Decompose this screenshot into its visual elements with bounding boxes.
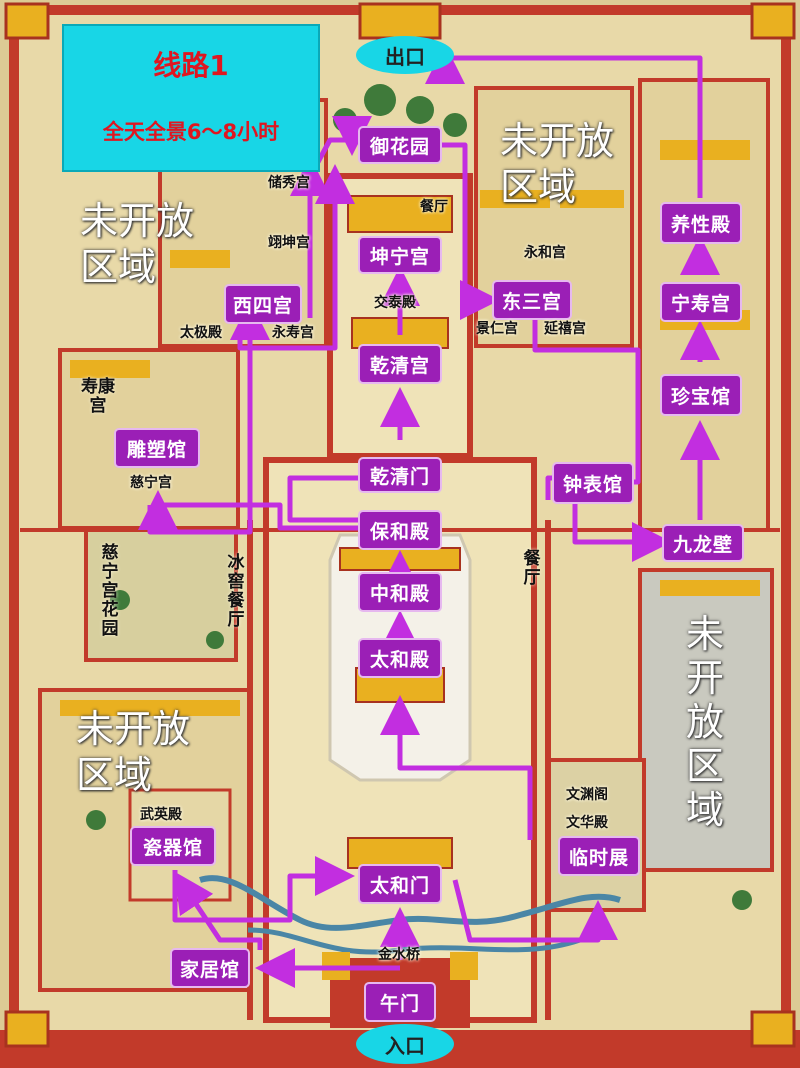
closed-area-northeast: 未开放 区域 bbox=[500, 118, 614, 210]
stop-ciqiguan[interactable]: 瓷器馆 bbox=[130, 826, 216, 866]
stop-qianqinggong[interactable]: 乾清宫 bbox=[358, 344, 442, 384]
closed-area-char: 放 bbox=[686, 700, 725, 744]
closed-area-line: 未开放 bbox=[500, 119, 615, 163]
label-wuyingdian: 武英殿 bbox=[140, 807, 182, 823]
label-yongshougong: 永寿宫 bbox=[272, 325, 314, 341]
stop-xisigong[interactable]: 西四宫 bbox=[224, 284, 302, 324]
label-cininggong-garden: 慈宁宫花园 bbox=[101, 543, 119, 639]
route-duration: 全天全景6～8小时 bbox=[102, 120, 280, 144]
stop-taihedian[interactable]: 太和殿 bbox=[358, 638, 442, 678]
closed-area-east: 未 开 放 区 域 bbox=[686, 612, 726, 832]
label-bingjiao-canting: 冰窖餐厅 bbox=[227, 553, 245, 630]
route-title-box: 线路1 全天全景6～8小时 bbox=[62, 24, 320, 172]
label-yanxigong: 延禧宫 bbox=[544, 321, 586, 337]
label-chuxiugong: 储秀宫 bbox=[268, 175, 310, 191]
label-cininggong: 慈宁宫 bbox=[130, 475, 172, 491]
closed-area-line: 未开放 bbox=[76, 707, 191, 751]
stop-ningshougong[interactable]: 宁寿宫 bbox=[660, 282, 742, 322]
closed-area-northwest: 未开放 区域 bbox=[80, 198, 194, 290]
closed-area-line: 区域 bbox=[500, 165, 577, 209]
label-jinshuiqiao: 金水桥 bbox=[378, 947, 420, 963]
closed-area-char: 域 bbox=[686, 788, 725, 832]
label-shoukanggong: 寿康宫 bbox=[81, 377, 115, 416]
label-wenhuadian: 文华殿 bbox=[566, 815, 608, 831]
stop-diaosuguan[interactable]: 雕塑馆 bbox=[114, 428, 200, 468]
stop-dongsangong[interactable]: 东三宫 bbox=[492, 280, 572, 320]
stop-kunninggong[interactable]: 坤宁宫 bbox=[358, 236, 442, 274]
label-jiaotaidian: 交泰殿 bbox=[374, 295, 416, 311]
closed-area-line: 区域 bbox=[80, 245, 157, 289]
closed-area-char: 开 bbox=[686, 656, 725, 700]
label-jingrengong: 景仁宫 bbox=[476, 321, 518, 337]
label-canting-north: 餐厅 bbox=[420, 199, 448, 215]
stop-qianqingmen[interactable]: 乾清门 bbox=[358, 457, 442, 493]
exit-marker[interactable]: 出口 bbox=[356, 36, 454, 74]
label-yonghegong: 永和宫 bbox=[524, 245, 566, 261]
closed-area-line: 未开放 bbox=[80, 199, 195, 243]
label-canting-east: 餐厅 bbox=[523, 549, 541, 588]
closed-area-line: 区域 bbox=[76, 753, 153, 797]
label-yikungong: 翊坤宫 bbox=[268, 235, 310, 251]
stop-yuhuayuan[interactable]: 御花园 bbox=[358, 126, 442, 164]
closed-area-char: 未 bbox=[686, 612, 725, 656]
stop-wumen[interactable]: 午门 bbox=[364, 982, 436, 1022]
stop-jiajuguan[interactable]: 家居馆 bbox=[170, 948, 250, 988]
closed-area-southwest: 未开放 区域 bbox=[76, 706, 190, 798]
stop-zhongbiaoguan[interactable]: 钟表馆 bbox=[552, 462, 634, 504]
stop-zhonghedian[interactable]: 中和殿 bbox=[358, 572, 442, 612]
stop-jiulongbi[interactable]: 九龙壁 bbox=[662, 524, 744, 562]
route-title: 线路1 bbox=[153, 49, 229, 82]
stop-zhenbaoguan[interactable]: 珍宝馆 bbox=[660, 374, 742, 416]
label-wenyuange: 文渊阁 bbox=[566, 787, 608, 803]
stop-linshizhan[interactable]: 临时展 bbox=[558, 836, 640, 876]
label-taijidian: 太极殿 bbox=[180, 325, 222, 341]
stop-yangxingdian[interactable]: 养性殿 bbox=[660, 202, 742, 244]
stop-baohedian[interactable]: 保和殿 bbox=[358, 510, 442, 550]
stop-taihemen[interactable]: 太和门 bbox=[358, 864, 442, 904]
entrance-marker[interactable]: 入口 bbox=[356, 1024, 454, 1064]
closed-area-char: 区 bbox=[686, 744, 725, 788]
